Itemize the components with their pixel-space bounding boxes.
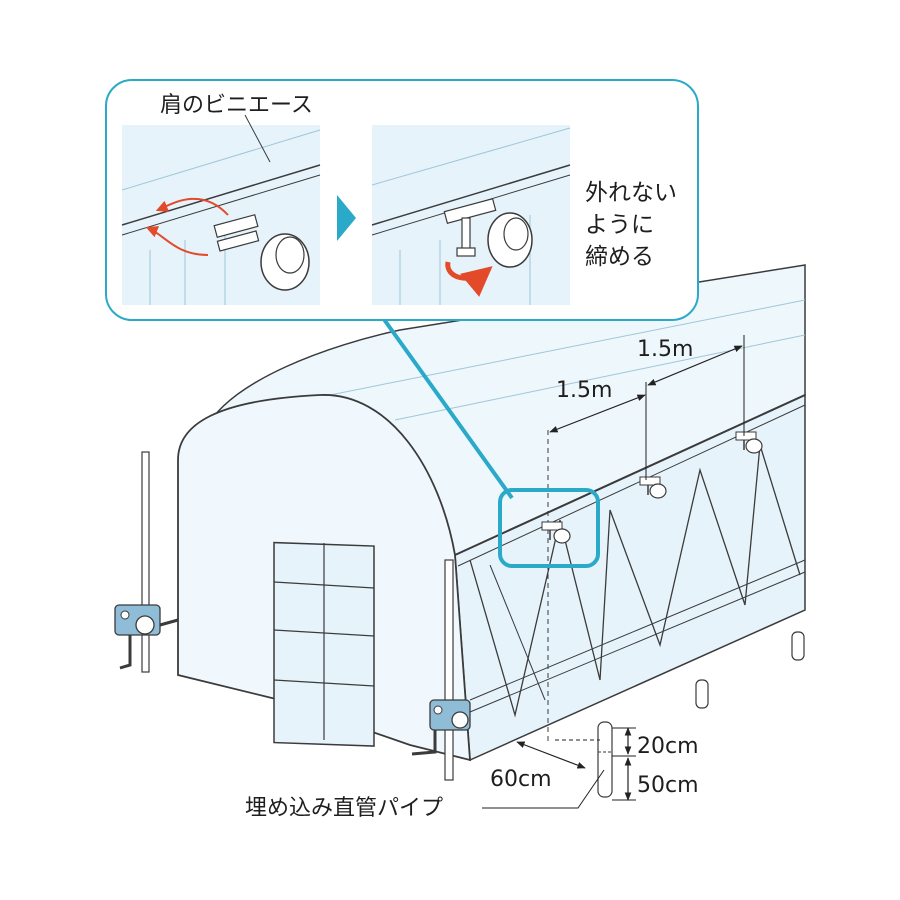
dimension-above-ground: 20cm [637, 734, 699, 759]
callout-panel-before [122, 115, 320, 305]
left-pole [142, 452, 178, 672]
instruction-line-1: 外れない [585, 180, 677, 206]
embedded-pipe-2 [696, 680, 708, 708]
instruction-line-2: ように [585, 212, 654, 238]
embedded-pipe-3 [792, 632, 804, 660]
embedded-pipe-main [598, 722, 612, 797]
instruction-line-3: 締める [585, 244, 654, 270]
greenhouse [178, 265, 805, 760]
dimension-spacing-2: 1.5m [637, 337, 693, 362]
callout-panel-after [372, 125, 570, 305]
dimension-side-offset: 60cm [490, 767, 552, 792]
shoulder-label: 肩のビニエース [160, 93, 313, 118]
dimension-buried-depth: 50cm [637, 773, 699, 798]
left-winder [115, 605, 160, 668]
right-pole [445, 560, 453, 780]
dimension-spacing-1: 1.5m [556, 378, 612, 403]
greenhouse-door [274, 543, 374, 746]
embedded-pipe-label: 埋め込み直管パイプ [245, 796, 443, 821]
